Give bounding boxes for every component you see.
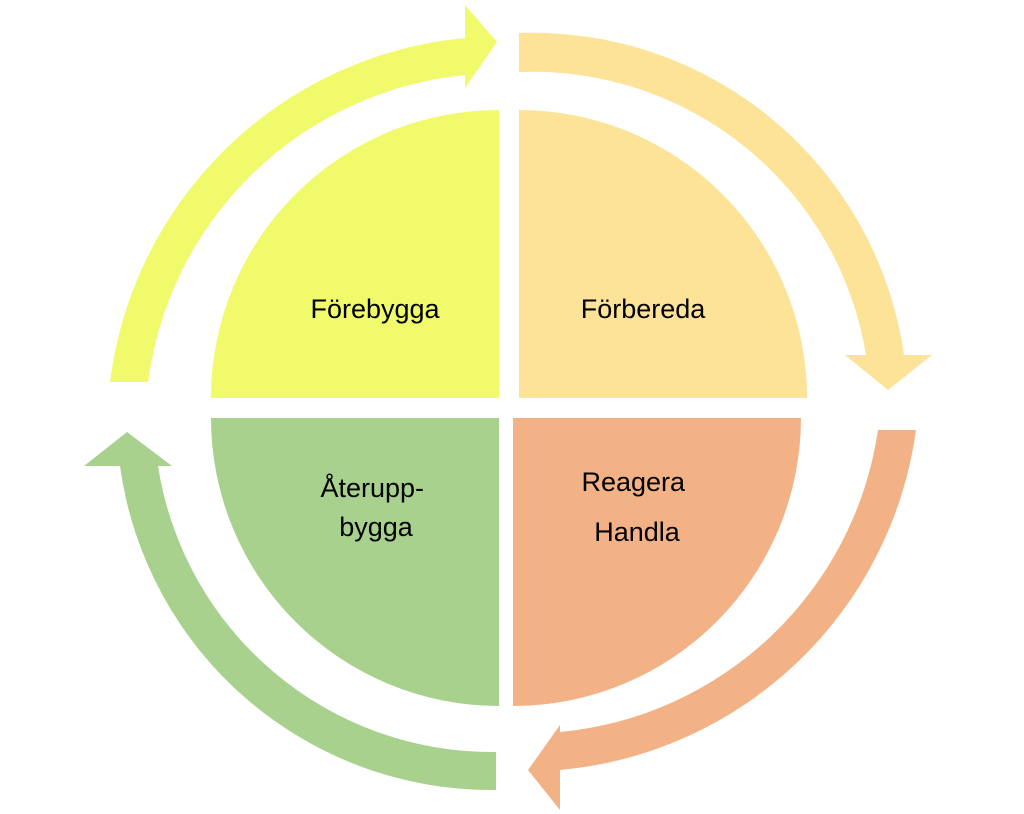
quadrant-top-left	[211, 110, 499, 398]
arrow-bottom-left	[84, 432, 496, 791]
label-ateruppbygga-line-1: Återupp-	[320, 472, 424, 503]
quadrant-bottom-right	[513, 418, 801, 706]
label-forebygga-line-1: Förebygga	[310, 294, 440, 324]
label-forbereda: Förbereda	[581, 294, 707, 324]
label-ateruppbygga: Återupp- bygga	[320, 472, 431, 542]
label-forebygga: Förebygga	[310, 294, 440, 324]
label-ateruppbygga-line-2: bygga	[339, 512, 414, 542]
arrow-top-left	[110, 5, 497, 382]
label-reagera-handla: Reagera Handla	[581, 467, 692, 547]
quadrant-bottom-left	[211, 418, 499, 706]
quadrant-top-right	[519, 110, 807, 398]
arrow-top-right	[519, 32, 932, 390]
arrow-bottom-right	[528, 430, 916, 810]
label-forbereda-line-1: Förbereda	[581, 294, 707, 324]
label-handla-line-2: Handla	[594, 517, 681, 547]
label-reagera-line-1: Reagera	[581, 467, 686, 497]
